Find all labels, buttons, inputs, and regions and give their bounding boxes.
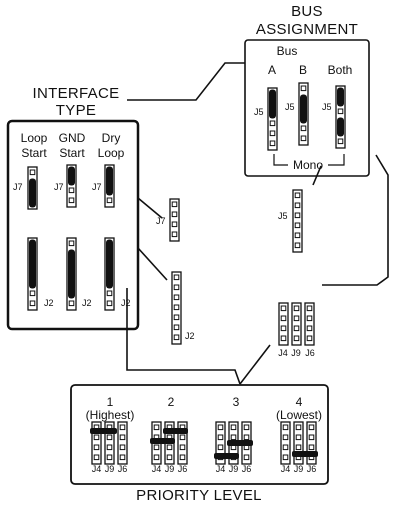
loop-start-label-line1: Loop: [21, 131, 48, 145]
bus-col-b-label: B: [299, 63, 307, 77]
dry-loop-j2-label: J2: [121, 298, 131, 308]
connector-line: [137, 247, 168, 281]
priority-4-j6-header: [306, 421, 317, 465]
priority-1-j6-header: [117, 421, 128, 465]
bus-j5-label-b: J5: [285, 102, 295, 112]
priority-3-j6-label: J6: [242, 464, 252, 474]
gnd-start-label-line1: GND: [59, 131, 86, 145]
board-j6-header: [304, 302, 315, 346]
board-j7-header: [169, 198, 180, 242]
priority-level-title: PRIORITY LEVEL: [136, 487, 262, 504]
gnd-start-j7-header: [66, 164, 77, 208]
board-j9-label: J9: [291, 348, 301, 358]
dry-loop-j7-header: [104, 164, 115, 208]
priority-2-j6-label: J6: [178, 464, 188, 474]
connector-line: [239, 344, 271, 385]
dry-loop-j2-header: [104, 237, 115, 311]
priority-4-desc: (Lowest): [276, 408, 322, 422]
priority-2-j9-label: J9: [165, 464, 175, 474]
jumper-shunt: [68, 166, 75, 186]
mono-label: Mono: [293, 158, 323, 172]
jumper-shunt: [337, 117, 344, 137]
jumper-shunt: [68, 249, 75, 299]
bus-col-both-label: Both: [328, 63, 353, 77]
interface-type-panel: [6, 119, 140, 331]
dry-loop-j7-label: J7: [92, 182, 102, 192]
priority-4-j4-label: J4: [281, 464, 291, 474]
bus-a-j5-header: [267, 87, 278, 151]
board-j2-label: J2: [185, 331, 195, 341]
dry-loop-label-line2: Loop: [98, 146, 125, 160]
jumper-shunt: [337, 87, 344, 107]
board-j6-label: J6: [305, 348, 315, 358]
bus-header-label: Bus: [277, 44, 298, 58]
gnd-start-j2-label: J2: [82, 298, 92, 308]
connector-line: [137, 197, 163, 219]
priority-2-shunt-low: [150, 438, 175, 444]
jumper-shunt: [106, 166, 113, 196]
priority-3-shunt-high: [227, 440, 253, 446]
jumper-shunt: [29, 239, 36, 289]
gnd-start-j7-label: J7: [54, 182, 64, 192]
priority-2-number: 2: [168, 395, 175, 409]
priority-1-j4-header: [91, 421, 102, 465]
board-j4-header: [278, 302, 289, 346]
priority-1-j9-header: [104, 421, 115, 465]
loop-start-j7-label: J7: [13, 182, 23, 192]
priority-3-j4-header: [215, 421, 226, 465]
board-j4-label: J4: [278, 348, 288, 358]
gnd-start-label-line2: Start: [59, 146, 85, 160]
bus-b-j5-header: [298, 82, 309, 146]
bus-col-a-label: A: [268, 63, 276, 77]
priority-1-shunt: [90, 428, 117, 434]
priority-2-j4-label: J4: [152, 464, 162, 474]
board-j7-label: J7: [156, 216, 166, 226]
priority-3-number: 3: [233, 395, 240, 409]
loop-start-j2-header: [27, 237, 38, 311]
priority-4-shunt: [292, 451, 318, 457]
connector-line: [126, 288, 241, 385]
bus-assignment-panel: [244, 39, 370, 177]
priority-4-j9-header: [293, 421, 304, 465]
priority-4-number: 4: [296, 395, 303, 409]
loop-start-j2-label: J2: [44, 298, 54, 308]
interface-type-title-line1: INTERFACE: [33, 85, 120, 102]
dry-loop-label-line1: Dry: [102, 131, 121, 145]
interface-type-title-line2: TYPE: [56, 102, 96, 119]
jumper-shunt: [300, 94, 307, 124]
priority-4-j4-header: [280, 421, 291, 465]
bus-both-j5-header: [335, 85, 346, 149]
priority-3-shunt-low: [214, 453, 239, 459]
priority-2-shunt-high: [163, 428, 188, 434]
priority-3-j9-label: J9: [229, 464, 239, 474]
priority-1-j6-label: J6: [118, 464, 128, 474]
connector-line: [127, 62, 245, 101]
mono-bracket: [328, 154, 345, 166]
board-j9-header: [291, 302, 302, 346]
mono-bracket: [273, 154, 288, 166]
priority-1-j9-label: J9: [105, 464, 115, 474]
connector-line: [322, 154, 389, 286]
priority-3-j4-label: J4: [216, 464, 226, 474]
loop-start-label-line2: Start: [21, 146, 47, 160]
board-j2-header: [171, 271, 182, 345]
gnd-start-j2-header: [66, 237, 77, 311]
bus-assignment-title-line2: ASSIGNMENT: [256, 21, 358, 38]
priority-4-j6-label: J6: [307, 464, 317, 474]
priority-4-j9-label: J9: [294, 464, 304, 474]
jumper-shunt: [29, 178, 36, 208]
loop-start-j7-header: [27, 166, 38, 210]
bus-j5-label-a: J5: [254, 107, 264, 117]
jumper-shunt: [269, 89, 276, 119]
priority-level-panel: [70, 384, 329, 485]
jumper-shunt: [106, 239, 113, 289]
board-j5-header: [292, 189, 303, 253]
priority-1-j4-label: J4: [92, 464, 102, 474]
board-j5-label: J5: [278, 211, 288, 221]
bus-j5-label-both: J5: [322, 102, 332, 112]
priority-1-desc: (Highest): [86, 408, 135, 422]
bus-assignment-title-line1: BUS: [291, 3, 323, 20]
priority-1-number: 1: [107, 395, 114, 409]
